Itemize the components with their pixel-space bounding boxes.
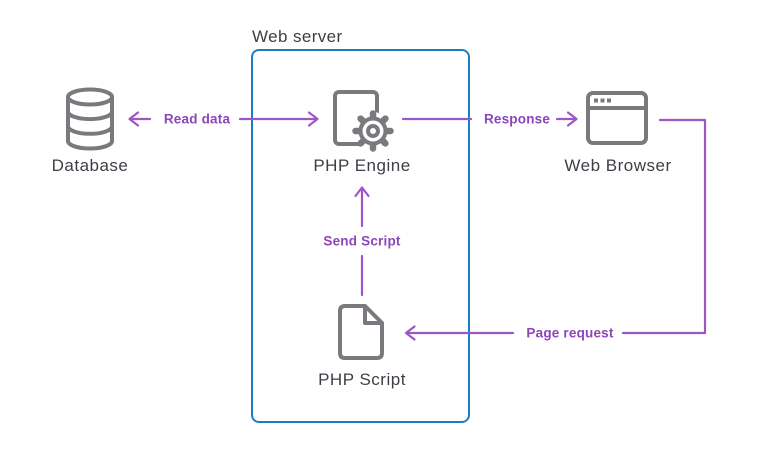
web-server-box-title: Web server — [252, 27, 343, 46]
php-script-icon — [338, 304, 384, 360]
web-server-box — [251, 49, 470, 423]
database-label: Database — [51, 156, 129, 175]
page-request-label: Page request — [526, 325, 614, 341]
php-engine-label: PHP Engine — [313, 156, 411, 175]
database-icon — [66, 87, 114, 151]
php-script-label: PHP Script — [318, 370, 406, 389]
php-engine-icon — [333, 90, 394, 152]
web-browser-icon — [586, 91, 648, 145]
send-script-label: Send Script — [323, 233, 401, 249]
web-browser-label: Web Browser — [564, 156, 672, 175]
read-data-label: Read data — [163, 111, 231, 127]
response-label: Response — [483, 111, 551, 127]
